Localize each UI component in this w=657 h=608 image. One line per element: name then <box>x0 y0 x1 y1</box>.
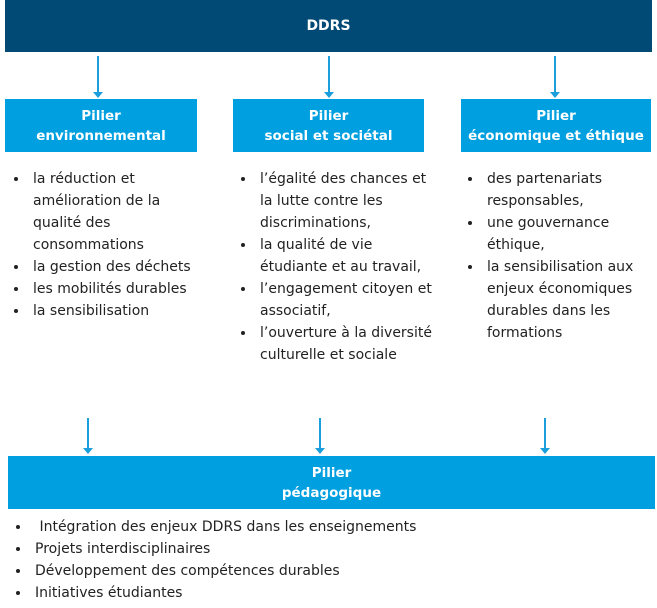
list-item: l’engagement citoyen et associatif, <box>256 278 441 322</box>
arrow-icon <box>315 418 325 454</box>
pillar-name: social et sociétal <box>264 127 393 144</box>
list-item: Intégration des enjeux DDRS dans les ens… <box>31 516 631 538</box>
list-item: Initiatives étudiantes <box>31 582 631 604</box>
list-item: l’ouverture à la diversité culturelle et… <box>256 322 441 366</box>
ddrs-title-box: DDRS <box>5 0 652 52</box>
environmental-list: la réduction et amélioration de la quali… <box>10 168 207 322</box>
list-item: la réduction et amélioration de la quali… <box>29 168 207 256</box>
list-item: l’égalité des chances et la lutte contre… <box>256 168 441 234</box>
arrow-icon <box>324 56 334 98</box>
pillar-environmental-box: Pilier environnemental <box>5 99 197 152</box>
list-item: les mobilités durables <box>29 278 207 300</box>
pillar-social-box: Pilier social et sociétal <box>233 99 424 152</box>
arrow-icon <box>83 418 93 454</box>
pillar-label: Pilier <box>311 464 352 481</box>
list-item: Développement des compétences durables <box>31 560 631 582</box>
pillar-economic-box: Pilier économique et éthique <box>461 99 651 152</box>
pillar-name: pédagogique <box>281 484 382 501</box>
list-item: Projets interdisciplinaires <box>31 538 631 560</box>
pillar-name: économique et éthique <box>468 127 644 144</box>
arrow-icon <box>550 56 560 98</box>
pillar-label: Pilier <box>308 107 349 124</box>
list-item: une gouvernance éthique, <box>483 212 657 256</box>
arrow-icon <box>93 56 103 98</box>
pillar-label: Pilier <box>536 107 576 124</box>
economic-list: des partenariats responsables, une gouve… <box>464 168 657 344</box>
list-item: la qualité de vie étudiante et au travai… <box>256 234 441 278</box>
list-item: la gestion des déchets <box>29 256 207 278</box>
arrow-icon <box>540 418 550 454</box>
pillar-label: Pilier <box>81 107 121 124</box>
pedagogic-list: Intégration des enjeux DDRS dans les ens… <box>12 516 631 604</box>
list-item: la sensibilisation aux enjeux économique… <box>483 256 657 344</box>
social-list: l’égalité des chances et la lutte contre… <box>237 168 441 366</box>
pillar-name: environnemental <box>36 127 166 144</box>
list-item: la sensibilisation <box>29 300 207 322</box>
list-item: des partenariats responsables, <box>483 168 657 212</box>
pillar-pedagogic-box: Pilier pédagogique <box>8 456 655 509</box>
